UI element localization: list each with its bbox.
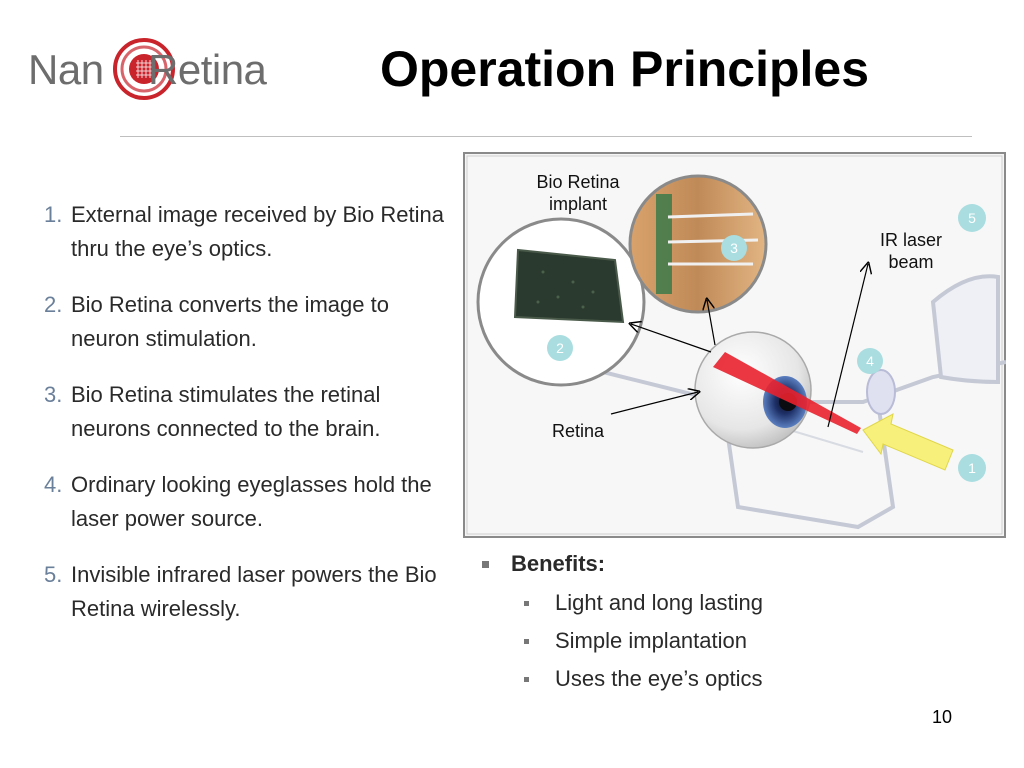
- svg-text:3: 3: [730, 240, 738, 256]
- badge-5: 5: [958, 204, 986, 232]
- step-number: 3.: [44, 382, 63, 407]
- step-item: 2. Bio Retina converts the image to neur…: [44, 288, 454, 356]
- list-item: Light and long lasting: [478, 584, 978, 622]
- label-implant-line1: Bio Retina: [536, 172, 620, 192]
- logo-text-right: Retina: [148, 46, 267, 93]
- label-implant-line2: implant: [548, 194, 608, 214]
- badge-2: 2: [547, 335, 573, 361]
- step-item: 3. Bio Retina stimulates the retinal neu…: [44, 378, 454, 446]
- title-divider: [120, 136, 972, 137]
- operation-illustration: 2 3 5 4 1 Bio Retina implant IR laser be…: [463, 152, 1007, 538]
- small-bullet-icon: [524, 638, 529, 644]
- steps-list: 1. External image received by Bio Retina…: [44, 198, 454, 648]
- badge-3: 3: [721, 235, 747, 261]
- step-number: 5.: [44, 562, 63, 587]
- step-text: Bio Retina stimulates the retinal neuron…: [71, 382, 381, 441]
- step-number: 4.: [44, 472, 63, 497]
- benefit-text: Light and long lasting: [555, 590, 763, 615]
- step-text: External image received by Bio Retina th…: [71, 202, 444, 261]
- label-bio-retina-implant: Bio Retina implant: [518, 171, 638, 215]
- benefits-heading: Benefits:: [478, 548, 978, 580]
- small-bullet-icon: [524, 676, 529, 682]
- benefit-text: Simple implantation: [555, 628, 747, 653]
- step-item: 5. Invisible infrared laser powers the B…: [44, 558, 454, 626]
- illustration-graphic: 2 3 5 4 1: [463, 152, 1007, 538]
- step-number: 2.: [44, 292, 63, 317]
- step-item: 4. Ordinary looking eyeglasses hold the …: [44, 468, 454, 536]
- label-retina: Retina: [551, 421, 605, 441]
- step-text: Ordinary looking eyeglasses hold the las…: [71, 472, 432, 531]
- badge-4: 4: [857, 348, 883, 374]
- step-number: 1.: [44, 202, 63, 227]
- svg-text:1: 1: [968, 460, 976, 476]
- svg-text:2: 2: [556, 340, 564, 356]
- badge-1: 1: [958, 454, 986, 482]
- svg-text:4: 4: [866, 353, 874, 369]
- benefits-section: Benefits: Light and long lasting Simple …: [478, 548, 978, 698]
- step-text: Invisible infrared laser powers the Bio …: [71, 562, 437, 621]
- square-bullet-icon: [482, 560, 489, 568]
- page-number: 10: [932, 707, 953, 727]
- label-ir-line2: beam: [888, 252, 934, 272]
- label-ir-laser-beam: IR laser beam: [861, 229, 961, 273]
- logo-eye-icon: [113, 38, 175, 100]
- benefits-list: Light and long lasting Simple implantati…: [478, 584, 978, 698]
- label-ir-line1: IR laser: [879, 230, 942, 250]
- small-bullet-icon: [524, 600, 529, 606]
- benefits-heading-text: Benefits:: [511, 551, 606, 576]
- logo-text-left: Nan: [28, 46, 104, 93]
- step-item: 1. External image received by Bio Retina…: [44, 198, 454, 266]
- logo: Nan Retina: [28, 34, 288, 104]
- svg-text:5: 5: [968, 210, 976, 226]
- benefit-text: Uses the eye’s optics: [555, 666, 763, 691]
- list-item: Simple implantation: [478, 622, 978, 660]
- step-text: Bio Retina converts the image to neuron …: [71, 292, 389, 351]
- list-item: Uses the eye’s optics: [478, 660, 978, 698]
- page-title: Operation Principles: [380, 41, 870, 97]
